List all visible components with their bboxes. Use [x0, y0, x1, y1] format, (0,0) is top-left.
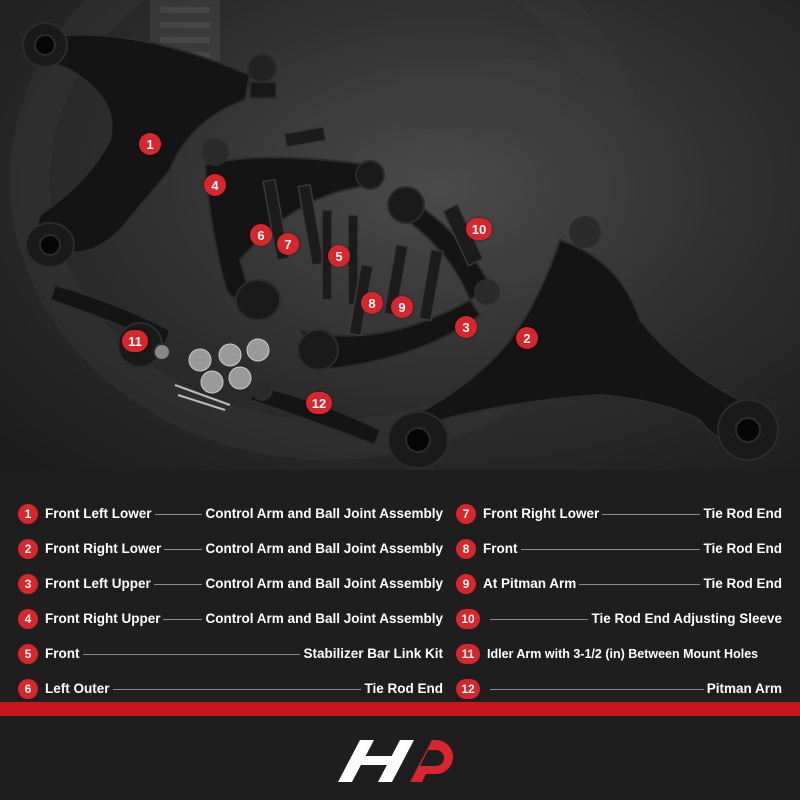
legend-part-description: Control Arm and Ball Joint Assembly	[205, 611, 443, 626]
legend-part-position: Front Right Lower	[45, 541, 162, 556]
parts-legend: 1 Front Left Lower Control Arm and Ball …	[0, 470, 800, 700]
callout-badge: 6	[250, 224, 272, 246]
legend-part-description: Tie Rod End Adjusting Sleeve	[591, 611, 782, 626]
callout-badge: 1	[139, 133, 161, 155]
legend-part-position: Idler Arm with 3-1/2 (in) Between Mount …	[487, 646, 759, 661]
accent-bar	[0, 702, 800, 716]
legend-part-position: Front	[483, 541, 518, 556]
leader-line	[602, 514, 701, 515]
legend-number: 6	[18, 678, 38, 699]
leader-line	[490, 689, 704, 690]
callout-badge: 8	[361, 292, 383, 314]
legend-number: 7	[456, 503, 476, 524]
legend-part-position: Front Right Lower	[483, 506, 600, 521]
legend-part-position: Front Right Upper	[45, 611, 161, 626]
front-right-lower-control-arm	[387, 216, 779, 469]
footer	[0, 716, 800, 800]
legend-column-left: 1 Front Left Lower Control Arm and Ball …	[18, 496, 443, 706]
leader-line	[112, 689, 362, 690]
legend-row: 9 At Pitman Arm Tie Rod End	[456, 566, 782, 601]
legend-part-position: Left Outer	[45, 681, 110, 696]
callout-badge: 12	[306, 392, 332, 414]
callout-badge: 4	[204, 174, 226, 196]
legend-part-description: Control Arm and Ball Joint Assembly	[205, 541, 443, 556]
legend-number: 9	[456, 573, 476, 594]
legend-row: 7 Front Right Lower Tie Rod End	[456, 496, 782, 531]
legend-part-description: Stabilizer Bar Link Kit	[303, 646, 443, 661]
legend-part-description: Tie Rod End	[703, 576, 782, 591]
legend-part-position: Front Left Lower	[45, 506, 152, 521]
leader-line	[520, 549, 701, 550]
hex-nuts	[174, 338, 270, 411]
legend-number: 10	[456, 608, 480, 629]
legend-part-description: Tie Rod End	[364, 681, 443, 696]
callout-badge: 5	[328, 245, 350, 267]
legend-part-description: Pitman Arm	[706, 681, 782, 696]
legend-part-position: Front Left Upper	[45, 576, 151, 591]
front-left-upper-control-arm	[297, 186, 500, 372]
callout-badge: 7	[277, 233, 299, 255]
callout-badge: 9	[391, 296, 413, 318]
parts-illustration	[22, 0, 779, 469]
callout-badge: 3	[455, 316, 477, 338]
front-right-upper-control-arm	[201, 138, 385, 321]
legend-row: 3 Front Left Upper Control Arm and Ball …	[18, 566, 443, 601]
legend-row: 2 Front Right Lower Control Arm and Ball…	[18, 531, 443, 566]
legend-part-description: Tie Rod End	[703, 541, 782, 556]
leader-line	[154, 514, 203, 515]
legend-row: 12 Pitman Arm	[456, 671, 782, 706]
legend-part-description: Control Arm and Ball Joint Assembly	[205, 506, 443, 521]
leader-line	[579, 584, 701, 585]
legend-number: 11	[456, 643, 480, 664]
legend-row: 11 Idler Arm with 3-1/2 (in) Between Mou…	[456, 636, 782, 671]
callout-badge: 11	[122, 330, 148, 352]
callout-badge: 2	[516, 327, 538, 349]
legend-number: 2	[18, 538, 38, 559]
leader-line	[490, 619, 589, 620]
legend-part-position: Front	[45, 646, 80, 661]
legend-part-description: Tie Rod End	[703, 506, 782, 521]
legend-number: 8	[456, 538, 476, 559]
legend-row: 1 Front Left Lower Control Arm and Ball …	[18, 496, 443, 531]
leader-line	[153, 584, 203, 585]
legend-part-position: At Pitman Arm	[483, 576, 577, 591]
legend-row: 8 Front Tie Rod End	[456, 531, 782, 566]
legend-row: 5 Front Stabilizer Bar Link Kit	[18, 636, 443, 671]
leader-line	[164, 549, 203, 550]
legend-row: 6 Left Outer Tie Rod End	[18, 671, 443, 706]
legend-row: 10 Tie Rod End Adjusting Sleeve	[456, 601, 782, 636]
product-photo: 1 2 3 4 5 6 7 8 9 10 11 12	[0, 0, 800, 470]
legend-number: 1	[18, 503, 38, 524]
callout-badge: 10	[466, 218, 492, 240]
pitman-arm	[248, 379, 382, 447]
legend-number: 4	[18, 608, 38, 629]
legend-part-description: Control Arm and Ball Joint Assembly	[205, 576, 443, 591]
a-premium-logo-icon	[338, 740, 453, 782]
legend-number: 5	[18, 643, 38, 664]
legend-number: 3	[18, 573, 38, 594]
legend-number: 12	[456, 678, 480, 699]
leader-line	[82, 654, 301, 655]
leader-line	[163, 619, 203, 620]
legend-column-right: 7 Front Right Lower Tie Rod End 8 Front …	[456, 496, 782, 706]
legend-row: 4 Front Right Upper Control Arm and Ball…	[18, 601, 443, 636]
